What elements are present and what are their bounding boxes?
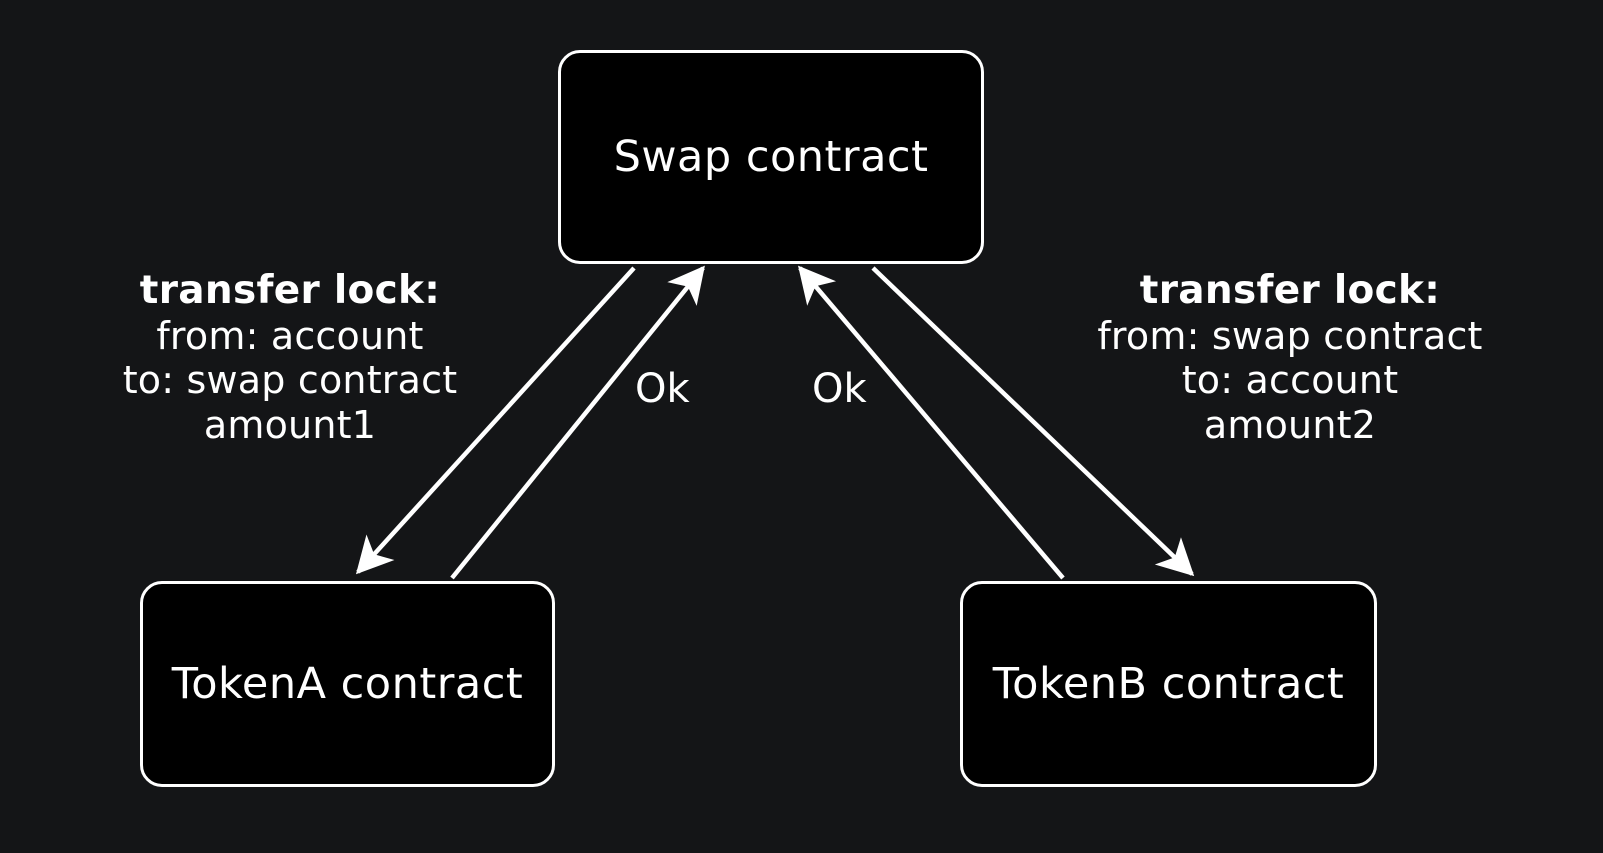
node-tokena-contract[interactable]: TokenA contract: [140, 581, 555, 787]
edge-swap-to-tokena: [355, 266, 636, 575]
edge-label-ok-left: Ok: [635, 366, 690, 412]
edge-label-right-to: to: account: [1181, 358, 1399, 403]
node-swap-contract[interactable]: Swap contract: [558, 50, 984, 264]
edge-swap-to-tokenb: [871, 266, 1195, 577]
edge-label-left-amount: amount1: [203, 402, 377, 447]
edge-label-right-title: transfer lock:: [1139, 268, 1441, 313]
node-tokena-contract-label: TokenA contract: [171, 659, 524, 709]
edge-tokenb-to-swap: [798, 265, 1065, 580]
edge-label-left-title: transfer lock:: [139, 268, 441, 313]
edge-label-right-amount: amount2: [1203, 402, 1377, 447]
edge-label-left-from: from: account: [156, 313, 424, 358]
node-tokenb-contract[interactable]: TokenB contract: [960, 581, 1377, 787]
node-swap-contract-label: Swap contract: [613, 132, 929, 182]
edge-label-right-from: from: swap contract: [1097, 313, 1483, 358]
edge-label-left-transfer-lock: transfer lock: from: account to: swap co…: [40, 268, 540, 447]
edge-label-right-transfer-lock: transfer lock: from: swap contract to: a…: [1040, 268, 1540, 447]
edge-label-left-to: to: swap contract: [122, 358, 458, 403]
node-tokenb-contract-label: TokenB contract: [992, 659, 1345, 709]
edge-tokena-to-swap: [450, 265, 705, 580]
edge-label-ok-right: Ok: [812, 366, 867, 412]
